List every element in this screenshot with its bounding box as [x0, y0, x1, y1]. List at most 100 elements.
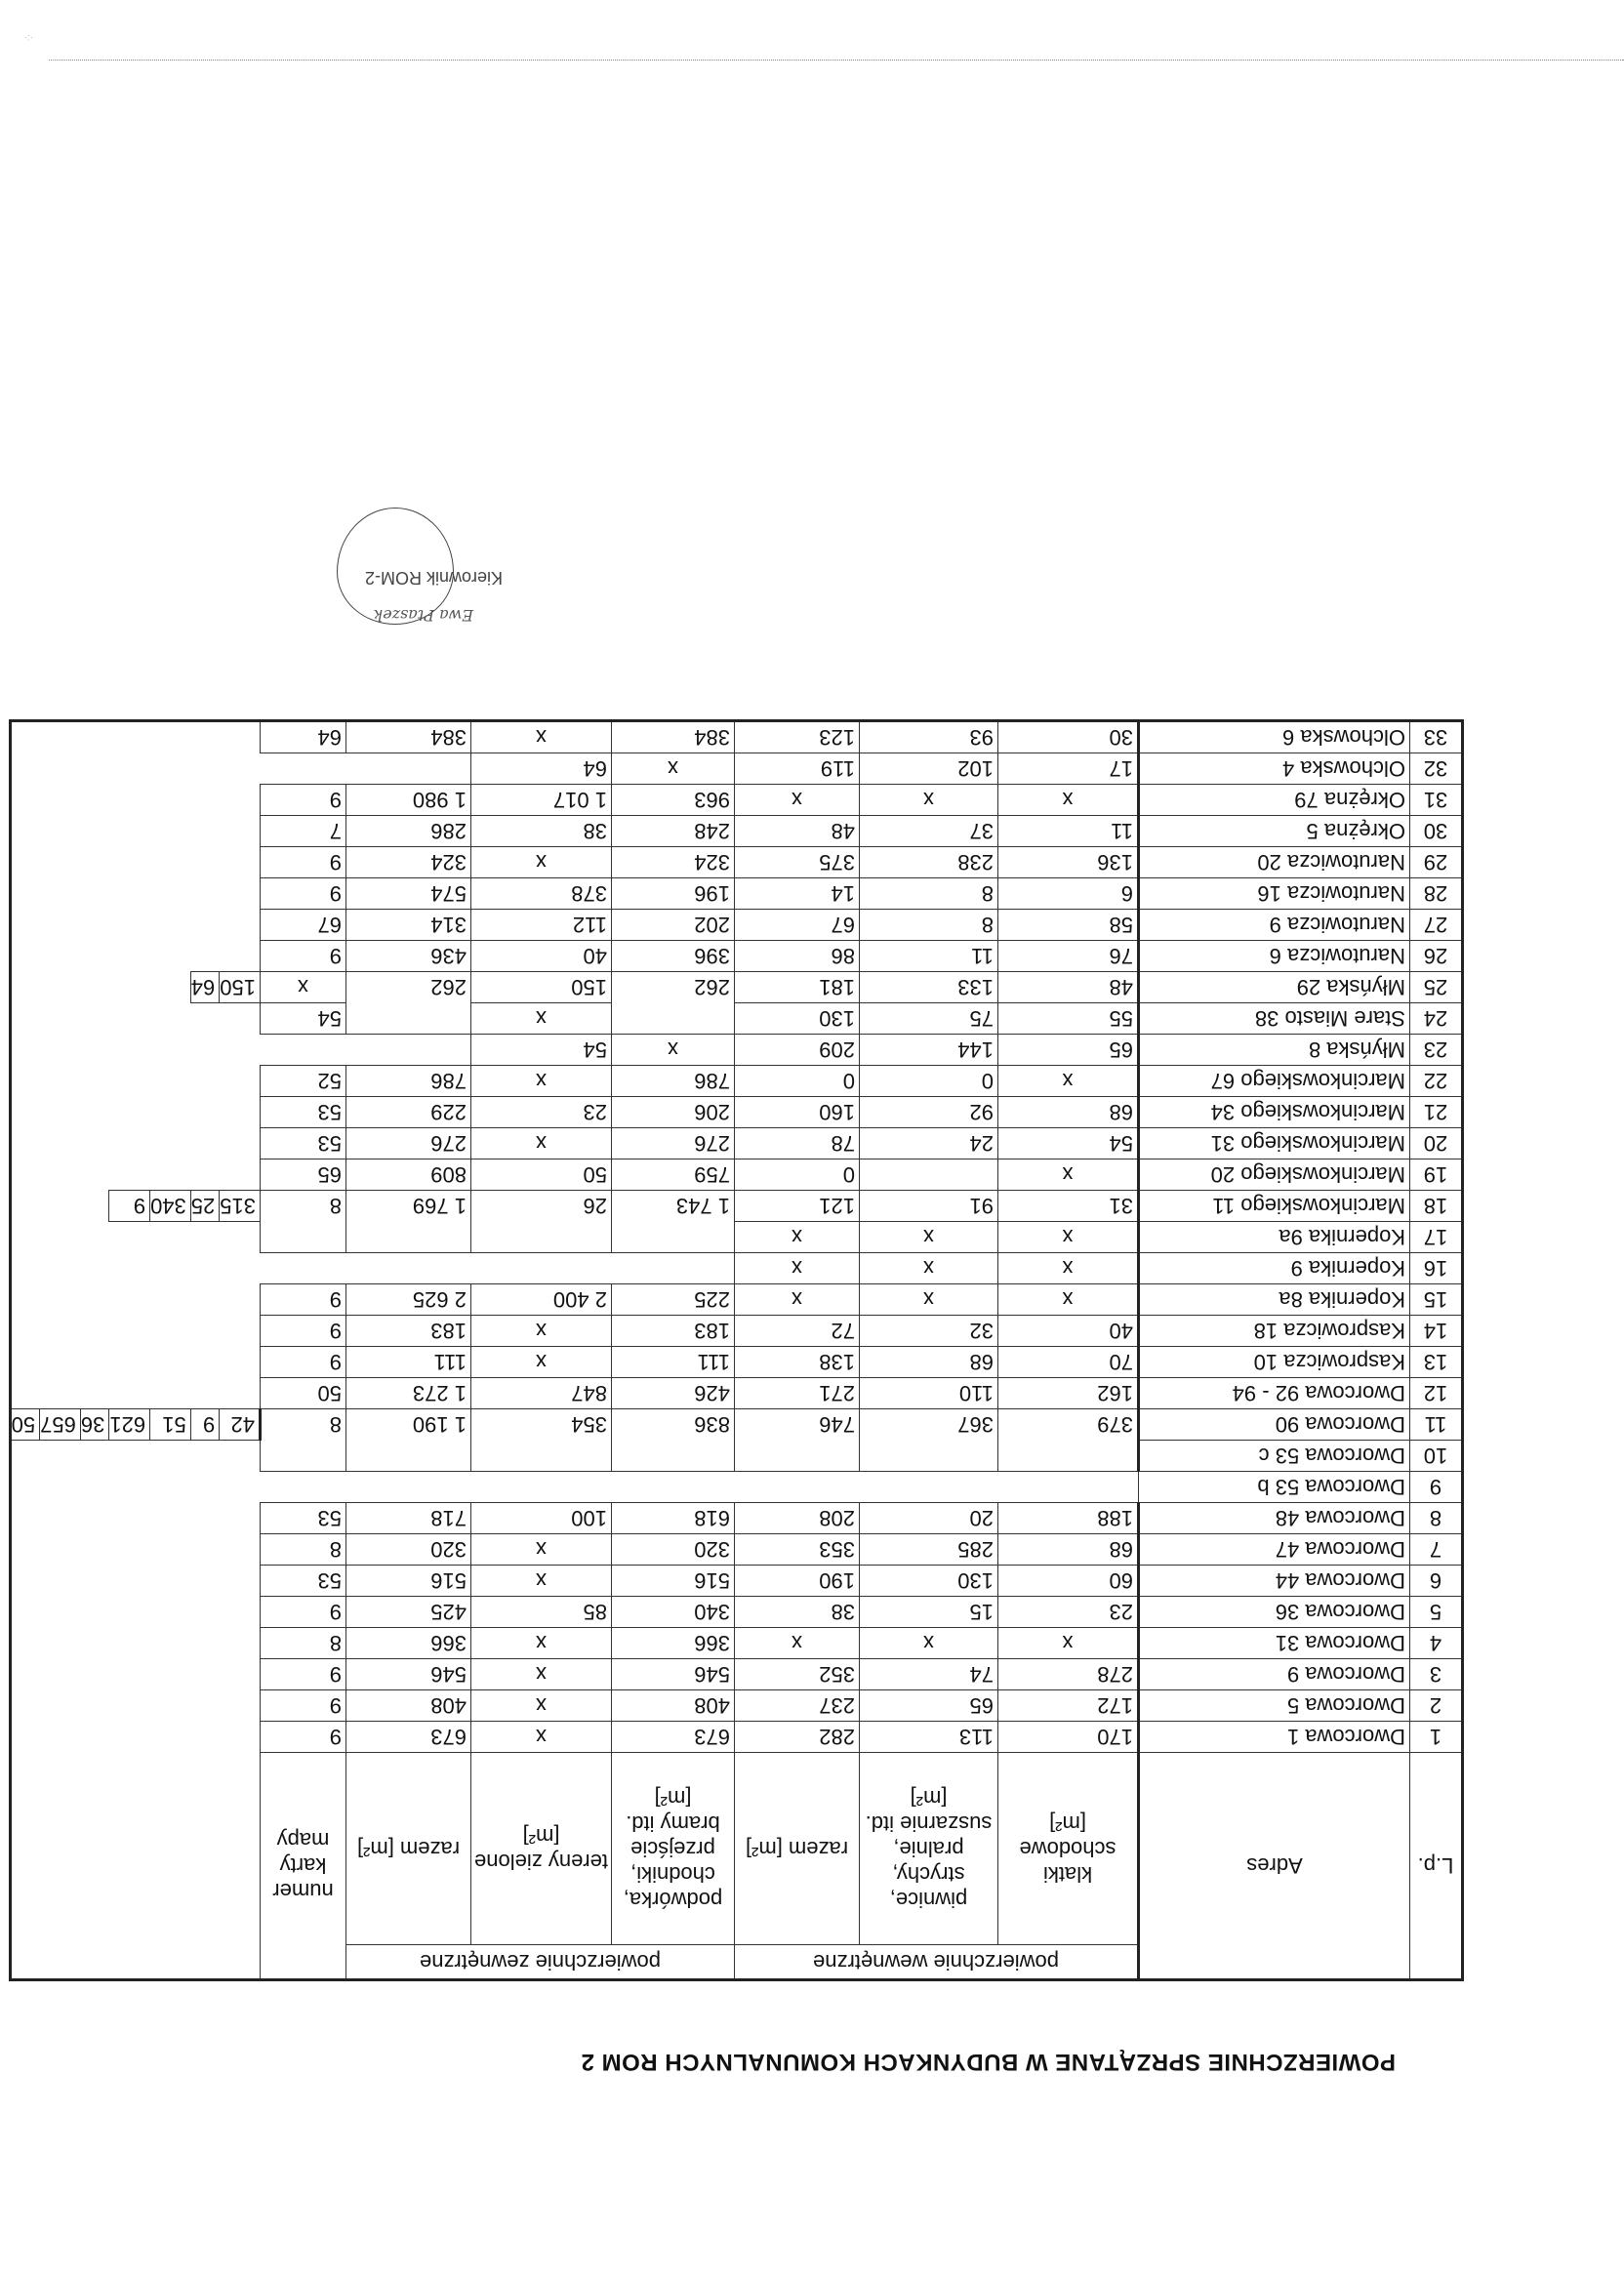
cell-karta: 53	[260, 1096, 346, 1128]
cell-tereny: 1 017	[470, 784, 612, 816]
cell-razem-external: 657	[39, 1408, 81, 1441]
header-group-internal: powierzchnie wewnętrzne	[734, 1944, 1139, 1980]
stamp-signature: Ewa Ptaszek	[373, 606, 473, 625]
cell-tereny: x	[260, 971, 346, 1003]
cell-razem-external: 314	[345, 909, 471, 941]
cell-razem-internal: 160	[734, 1096, 860, 1128]
cell-podworka: 340	[611, 1596, 735, 1628]
cell-adres: Młyńska 8	[1138, 1034, 1410, 1066]
cell-tereny: 25	[190, 1190, 220, 1222]
cell-piwnice: 238	[859, 846, 998, 878]
cell-razem-internal: x	[734, 1283, 860, 1316]
cell-karta: 8	[260, 1627, 346, 1659]
cell-lp: 32	[1409, 753, 1463, 785]
cell-klatki: x	[997, 1627, 1139, 1659]
cell-podworka: 396	[611, 940, 735, 972]
cell-karta: 67	[260, 909, 346, 941]
cell-razem-internal: 190	[734, 1565, 860, 1597]
cell-tereny: 112	[470, 909, 612, 941]
cell-lp: 1	[1409, 1721, 1463, 1753]
cell-adres: Narutowicza 20	[1138, 846, 1410, 878]
cell-tereny: x	[470, 1346, 612, 1378]
document-title: POWIERZCHNIE SPRZĄTANE W BUDYNKACH KOMUN…	[581, 2049, 1396, 2075]
cell-piwnice: 0	[859, 1065, 998, 1097]
cell-piwnice: 102	[859, 753, 998, 785]
header-razem-external: razem [m²]	[345, 1752, 471, 1945]
cell-tereny: 50	[470, 1159, 612, 1191]
cell-piwnice: x	[859, 1283, 998, 1316]
cell-piwnice: 15	[859, 1596, 998, 1628]
cell-razem-internal: 208	[734, 1502, 860, 1534]
cell-razem-external: 1 273	[345, 1377, 471, 1409]
cell-piwnice: 20	[859, 1502, 998, 1534]
cell-razem-external: 2 625	[345, 1283, 471, 1316]
cell-adres: Marcinkowskiego 20	[1138, 1159, 1410, 1191]
cell-tereny: 40	[470, 940, 612, 972]
cell-razem-external: 574	[345, 877, 471, 910]
cell-razem-internal: 48	[734, 815, 860, 847]
cell-razem-external: 408	[345, 1689, 471, 1722]
header-podworka: podwórka, chodniki, przejście bramy itd.…	[611, 1752, 735, 1945]
cell-razem-external: 320	[345, 1533, 471, 1566]
cell-adres: Dworcowa 5	[1138, 1689, 1410, 1722]
cell-karta: 8	[260, 1408, 346, 1472]
cell-klatki: 60	[997, 1565, 1139, 1597]
cell-adres: Dworcowa 44	[1138, 1565, 1410, 1597]
cell-piwnice: x	[859, 1627, 998, 1659]
cell-karta: 54	[260, 1002, 346, 1035]
cell-klatki: 76	[997, 940, 1139, 972]
cell-podworka: 150	[470, 971, 612, 1003]
cell-tereny: 354	[470, 1408, 612, 1472]
cell-razem-external: 276	[345, 1127, 471, 1159]
cell-piwnice: 92	[859, 1096, 998, 1128]
cell-podworka: 196	[611, 877, 735, 910]
cell-klatki: 17	[997, 753, 1139, 785]
cell-tereny: 100	[470, 1502, 612, 1534]
cell-razem-external: 183	[345, 1315, 471, 1347]
cell-lp: 6	[1409, 1565, 1463, 1597]
cell-adres: Marcinkowskiego 11	[1138, 1190, 1410, 1222]
cell-tereny: 38	[470, 815, 612, 847]
cell-tereny: x	[470, 1721, 612, 1753]
cell-piwnice: 285	[859, 1533, 998, 1566]
cell-adres: Dworcowa 48	[1138, 1502, 1410, 1534]
cell-podworka: 786	[611, 1065, 735, 1097]
cell-karta: 9	[260, 877, 346, 910]
cell-adres: Marcinkowskiego 67	[1138, 1065, 1410, 1097]
scan-speckles: ·:·	[23, 32, 33, 43]
cell-klatki: 188	[997, 1502, 1139, 1534]
cell-piwnice: 113	[859, 1721, 998, 1753]
cell-lp: 8	[1409, 1502, 1463, 1534]
cell-klatki: 48	[997, 971, 1139, 1003]
cell-lp: 7	[1409, 1533, 1463, 1566]
cell-karta: 9	[260, 846, 346, 878]
cell-razem-external: 425	[345, 1596, 471, 1628]
cell-razem-internal: 282	[734, 1721, 860, 1753]
cell-lp: 15	[1409, 1283, 1463, 1316]
cleaning-areas-table: L.p. Adres powierzchnie wewnętrzne powie…	[8, 719, 1464, 1981]
header-tereny: tereny zielone [m²]	[470, 1752, 612, 1945]
cell-tereny: x	[470, 1065, 612, 1097]
cell-adres: Kopernika 8a	[1138, 1283, 1410, 1316]
cell-podworka: 315	[219, 1190, 261, 1222]
cell-razem-internal: 237	[734, 1689, 860, 1722]
table-group-header-row: L.p. Adres powierzchnie wewnętrzne powie…	[10, 1752, 1463, 1980]
cell-piwnice	[859, 1159, 998, 1191]
cell-tereny: x	[470, 720, 612, 753]
cell-podworka: 366	[611, 1627, 735, 1659]
cell-razem-external: 718	[345, 1502, 471, 1534]
cell-lp: 20	[1409, 1127, 1463, 1159]
cell-razem-external: 229	[345, 1096, 471, 1128]
cell-piwnice: 144	[859, 1034, 998, 1066]
cell-adres: Kasprowicza 10	[1138, 1346, 1410, 1378]
